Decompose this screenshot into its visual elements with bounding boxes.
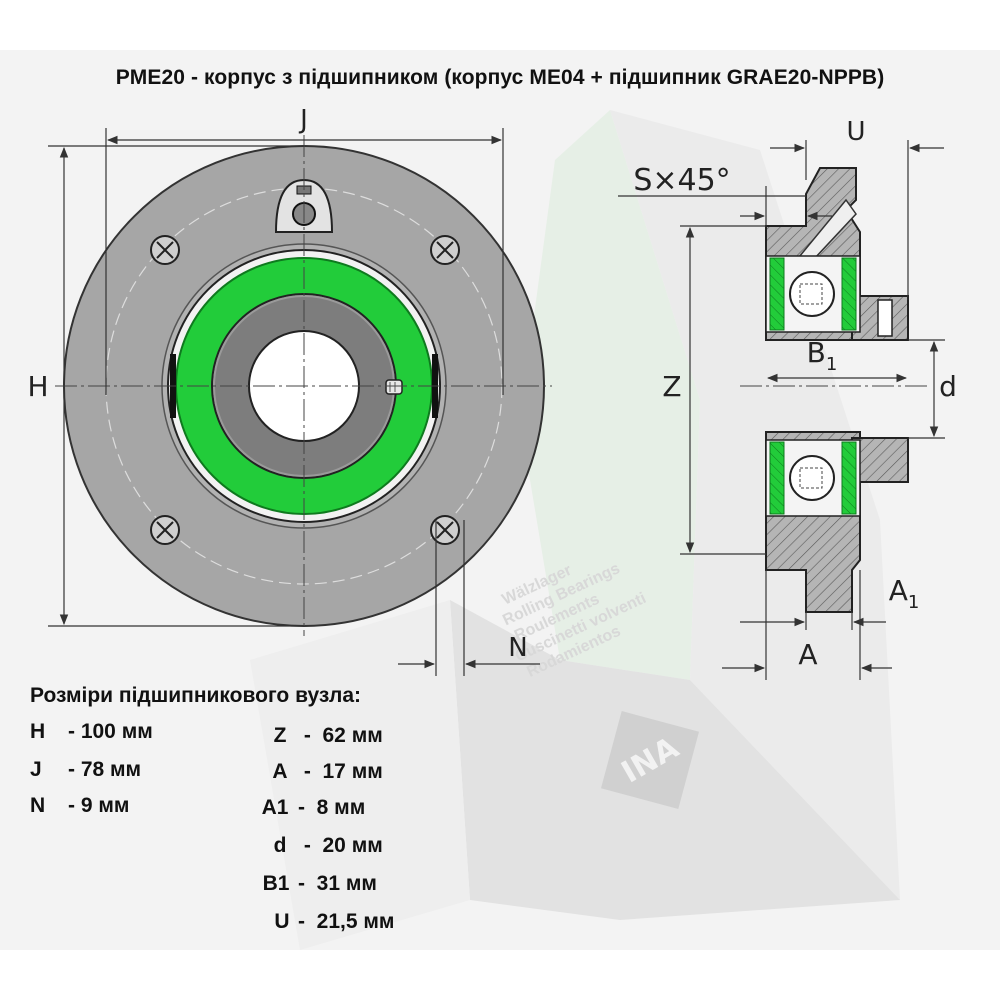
label-z: Z (662, 370, 681, 403)
spec-left-row: H- 100 мм (30, 720, 153, 743)
label-a1-base: A (889, 574, 908, 607)
seal-section-lower-right (841, 441, 857, 515)
spec-key: A1 (261, 796, 289, 819)
dimension-n (398, 520, 540, 676)
label-a1: A1 (889, 574, 920, 613)
spec-right-row: B1- 31 мм (254, 872, 377, 896)
ball-lower-icon (789, 455, 835, 501)
spec-right-row: U- 21,5 мм (266, 910, 394, 934)
label-n: N (508, 633, 527, 663)
spec-key: U (274, 910, 290, 933)
specs-heading: Розміри підшипникового вузла: (30, 684, 362, 707)
spec-value: 31 мм (316, 872, 377, 895)
spec-key: J (30, 758, 42, 781)
dimension-u (770, 140, 944, 300)
seal-section-upper-left (769, 257, 785, 331)
label-b1-sub: 1 (826, 354, 837, 375)
spec-value: 62 мм (322, 724, 383, 747)
dimension-a1 (740, 612, 886, 630)
label-b1-base: B (807, 336, 826, 369)
ball-upper-icon (789, 271, 835, 317)
spec-right-row: A - 17 мм (262, 760, 383, 784)
spec-value: 17 мм (322, 760, 383, 783)
spec-right-row: Z - 62 мм (262, 724, 383, 748)
spec-value: 21,5 мм (316, 910, 395, 933)
label-u: U (846, 117, 865, 147)
mounting-holes (150, 235, 460, 545)
label-b1: B1 (807, 336, 838, 375)
dimension-s-chamfer (618, 186, 832, 226)
label-a: A (798, 638, 817, 671)
spec-value: 78 мм (80, 758, 142, 781)
mounting-hole-icon (430, 515, 460, 545)
spec-key: A (272, 760, 288, 783)
ina-logo-icon-lower: INA (601, 711, 699, 809)
page-title: PME20 - корпус з підшипником (корпус ME0… (115, 66, 885, 89)
dimension-z (680, 225, 766, 555)
spec-key: Z (273, 724, 287, 747)
spec-value: 8 мм (316, 796, 366, 819)
seal-section-lower-left (769, 441, 785, 515)
mounting-hole-icon (150, 515, 180, 545)
label-s-chamfer: S×45° (633, 163, 730, 198)
section-view: U S×45° Z B1 d (618, 117, 957, 680)
mounting-hole-icon (430, 235, 460, 265)
spec-value: 9 мм (80, 794, 130, 817)
spec-key: B1 (262, 872, 290, 895)
label-j: J (298, 105, 308, 135)
dimension-h (48, 145, 304, 627)
dimension-d (908, 339, 945, 439)
label-a1-sub: 1 (908, 592, 919, 613)
spec-value: 20 мм (322, 834, 383, 857)
label-h: H (27, 370, 48, 403)
dimension-a (722, 570, 892, 680)
section-set-screw-icon (877, 299, 893, 337)
set-screw-icon (385, 379, 403, 395)
mounting-hole-icon (150, 235, 180, 265)
front-view: J H N (27, 105, 552, 676)
spec-value: 100 мм (80, 720, 153, 743)
spec-right-row: A1- 8 мм (252, 796, 366, 820)
spec-key: H (30, 720, 46, 743)
spec-left-row: N- 9 мм (30, 794, 130, 817)
cage-upper (799, 283, 823, 305)
spec-right-row: d - 20 мм (262, 834, 383, 858)
seal-section-upper-right (841, 257, 857, 331)
spec-key: N (30, 794, 46, 817)
label-d: d (939, 370, 957, 403)
spec-left-row: J- 78 мм (30, 758, 142, 781)
spec-key: d (273, 834, 287, 857)
cage-lower (799, 467, 823, 489)
dimension-j (105, 128, 504, 395)
